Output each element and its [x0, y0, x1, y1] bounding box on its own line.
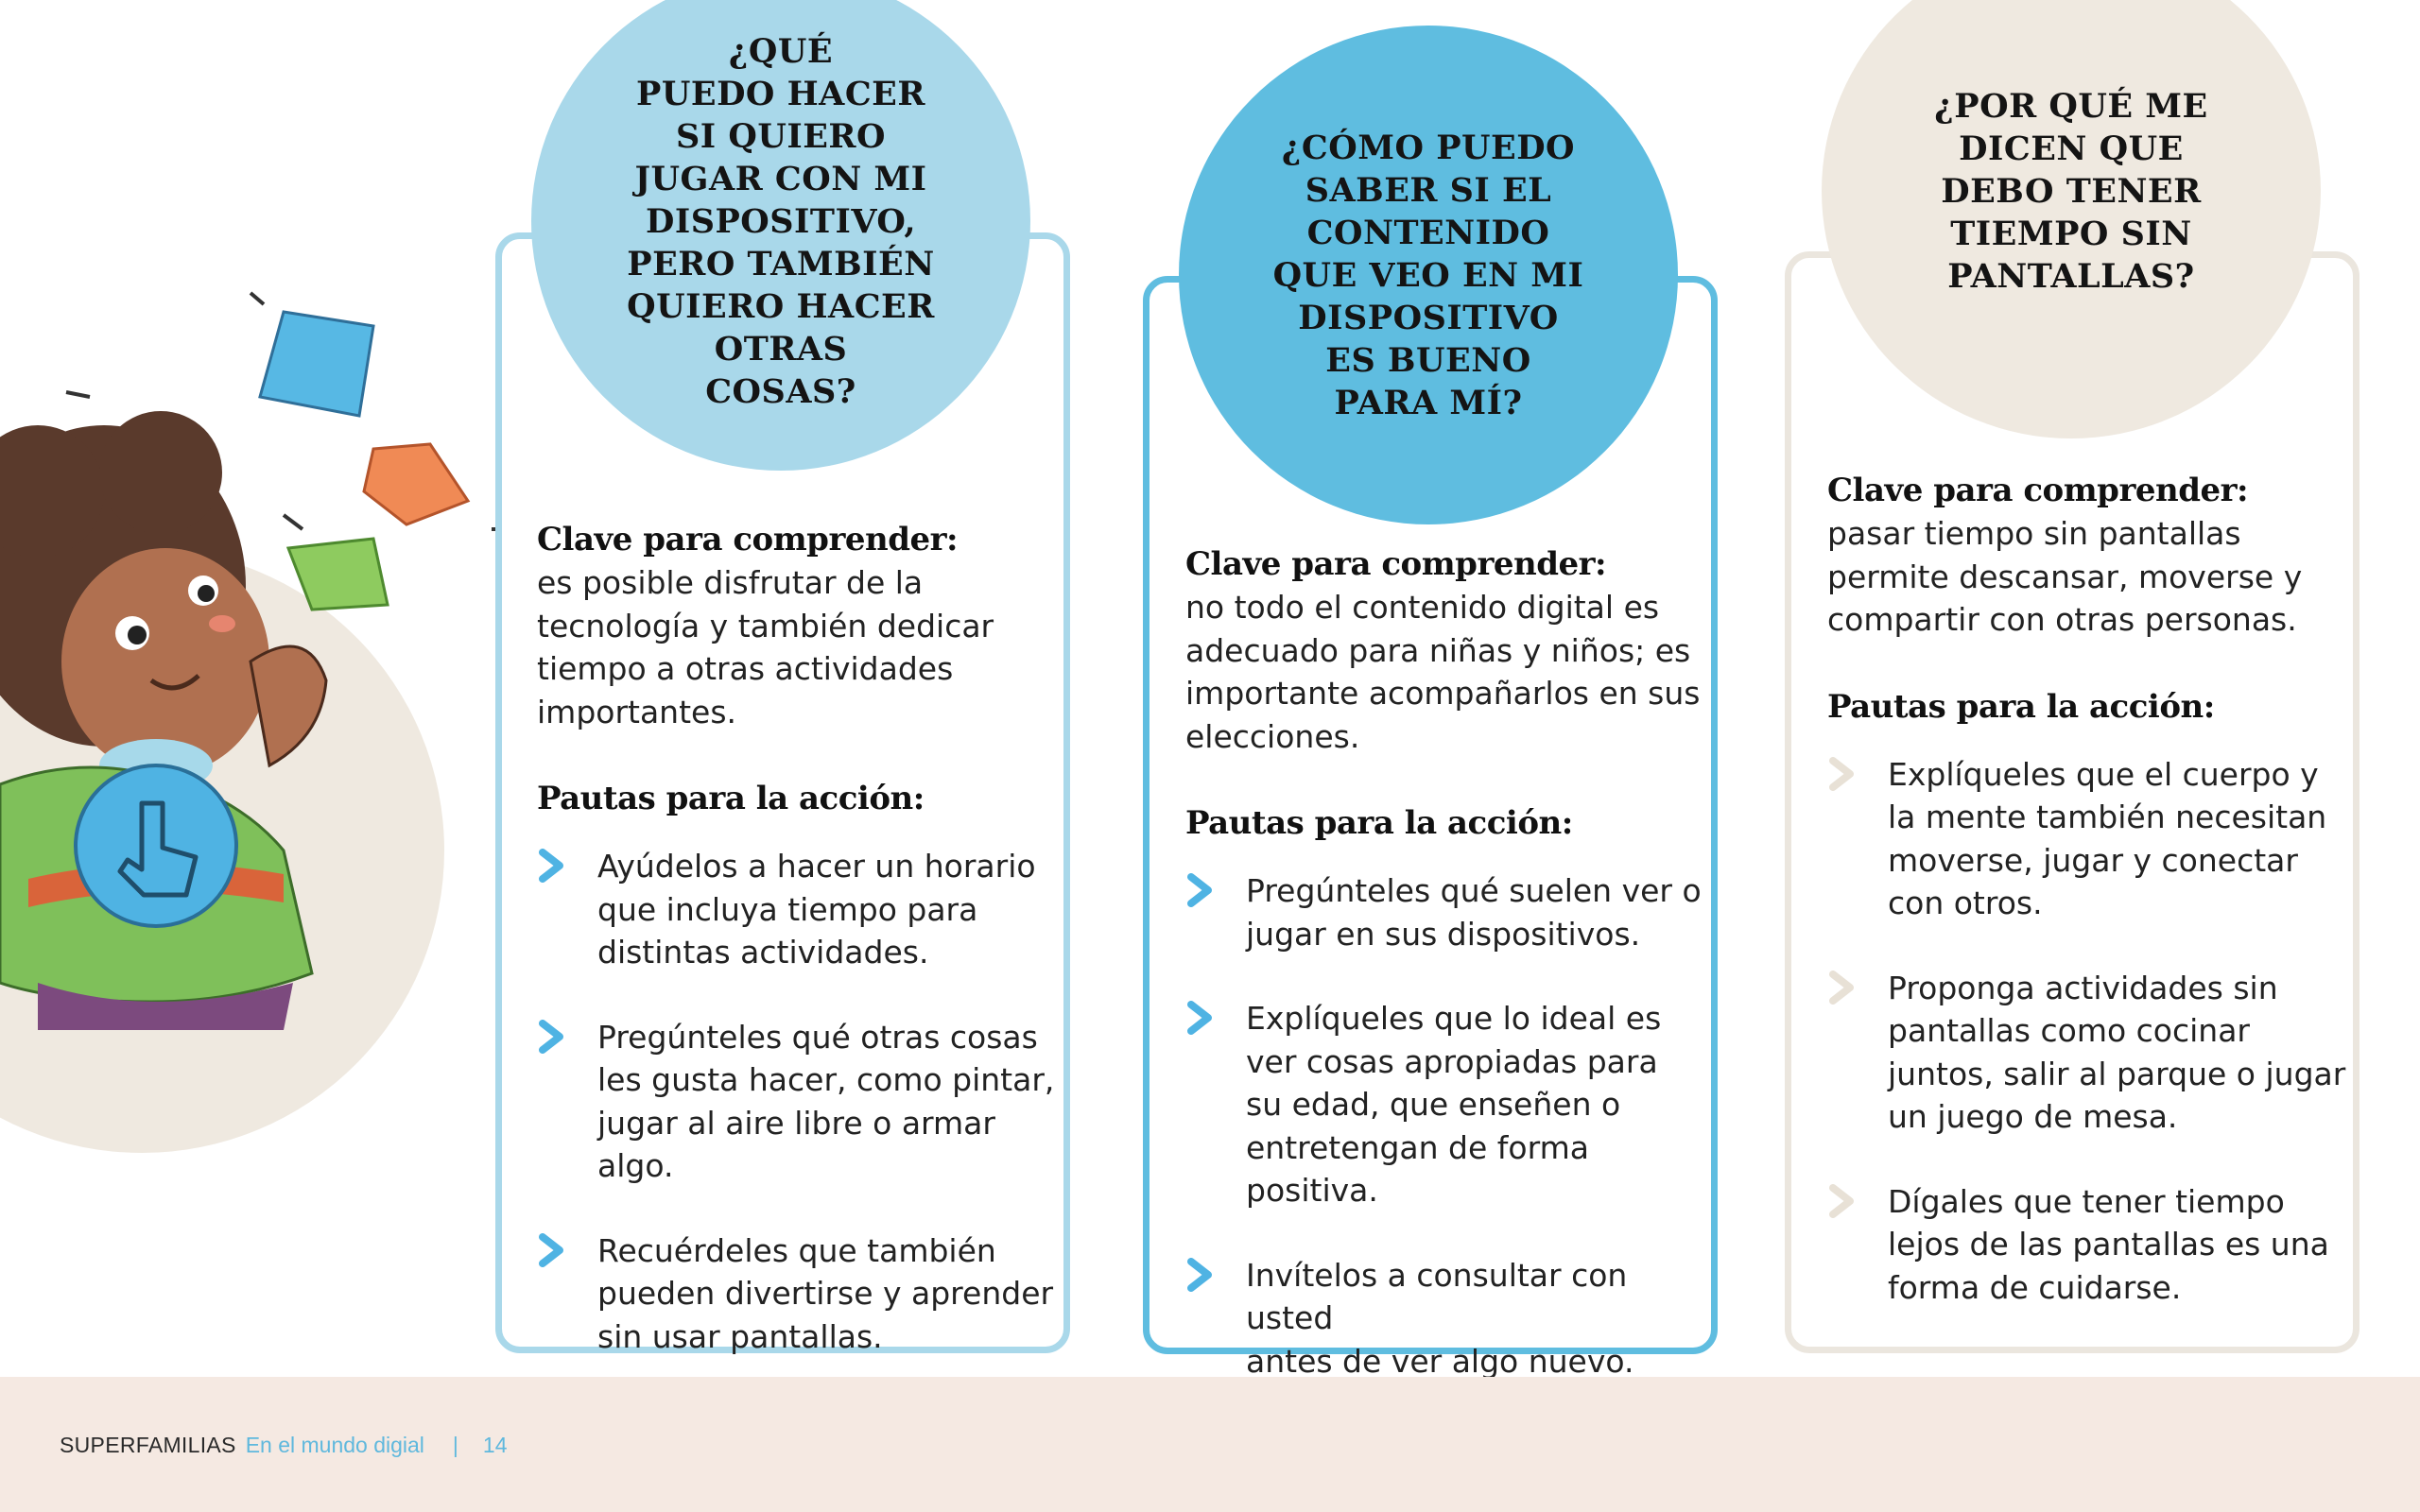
card-3-key-text: pasar tiempo sin pantallas permite desca… [1827, 515, 2303, 638]
list-item: Proponga actividades sin pantallas como … [1827, 967, 2357, 1139]
card-1-question: ¿QUÉ PUEDO HACER SI QUIERO JUGAR CON MI … [627, 31, 935, 411]
card-2-bullet-list: Pregúnteles qué suelen ver o jugar en su… [1185, 869, 1715, 1383]
card-1-bullet-list: Ayúdelos a hacer un horario que incluya … [537, 845, 1066, 1358]
chevron-right-icon [539, 849, 563, 883]
footer-text: SUPERFAMILIAS En el mundo digial | 14 [60, 1433, 508, 1458]
bullet-text: Pregúnteles qué otras cosas les gusta ha… [597, 1018, 1055, 1185]
card-3-action-heading: Pautas para la acción: [1827, 687, 2215, 726]
card-1-content: Clave para comprender: es posible disfru… [537, 518, 1066, 1400]
chevron-right-icon [1187, 1001, 1212, 1035]
chevron-right-icon [539, 1019, 563, 1054]
list-item: Explíqueles que lo ideal es ver cosas ap… [1185, 997, 1715, 1212]
bullet-text: Invítelos a consultar con usted antes de… [1246, 1256, 1634, 1380]
bullet-text: Dígales que tener tiempo lejos de las pa… [1888, 1182, 2329, 1306]
chevron-right-icon [1829, 970, 1854, 1005]
card-1-question-bubble: ¿QUÉ PUEDO HACER SI QUIERO JUGAR CON MI … [531, 0, 1030, 471]
card-2-key-heading: Clave para comprender: [1185, 545, 1607, 583]
bullet-text: Pregúnteles qué suelen ver o jugar en su… [1246, 872, 1702, 953]
chevron-right-icon [1187, 1257, 1212, 1292]
bullet-text: Explíqueles que el cuerpo y la mente tam… [1888, 755, 2327, 922]
card-3-key-heading: Clave para comprender: [1827, 472, 2249, 509]
card-1-action-heading: Pautas para la acción: [537, 780, 925, 817]
card-2-content: Clave para comprender: no todo el conten… [1185, 542, 1715, 1424]
card-1-key-heading: Clave para comprender: [537, 521, 959, 558]
bullet-text: Explíqueles que lo ideal es ver cosas ap… [1246, 1000, 1662, 1209]
list-item: Ayúdelos a hacer un horario que incluya … [537, 845, 1066, 974]
card-3-question-bubble: ¿POR QUÉ ME DICEN QUE DEBO TENER TIEMPO … [1822, 0, 2321, 438]
chevron-right-icon [1829, 756, 1854, 791]
page-footer [0, 1377, 2420, 1512]
card-2-question-bubble: ¿CÓMO PUEDO SABER SI EL CONTENIDO QUE VE… [1179, 26, 1678, 524]
orange-paper-icon [362, 442, 471, 526]
green-paper-icon [285, 537, 389, 611]
list-item: Invítelos a consultar con usted antes de… [1185, 1254, 1715, 1383]
card-2-action-heading: Pautas para la acción: [1185, 804, 1573, 842]
list-item: Dígales que tener tiempo lejos de las pa… [1827, 1180, 2357, 1310]
list-item: Explíqueles que el cuerpo y la mente tam… [1827, 753, 2357, 925]
card-3-bullet-list: Explíqueles que el cuerpo y la mente tam… [1827, 753, 2357, 1310]
bullet-text: Recuérdeles que también pueden divertirs… [597, 1231, 1054, 1355]
card-3-question: ¿POR QUÉ ME DICEN QUE DEBO TENER TIEMPO … [1934, 86, 2208, 296]
card-2-question: ¿CÓMO PUEDO SABER SI EL CONTENIDO QUE VE… [1272, 128, 1584, 422]
bullet-text: Proponga actividades sin pantallas como … [1888, 969, 2346, 1136]
page-number: 14 [482, 1433, 508, 1457]
card-3-content: Clave para comprender: pasar tiempo sin … [1827, 469, 2357, 1350]
chevron-right-icon [1187, 873, 1212, 907]
footer-brand: SUPERFAMILIAS [60, 1433, 236, 1457]
footer-subtitle: En el mundo digial [245, 1433, 424, 1457]
list-item: Pregúnteles qué suelen ver o jugar en su… [1185, 869, 1715, 955]
chevron-right-icon [1829, 1183, 1854, 1218]
bullet-text: Ayúdelos a hacer un horario que incluya … [597, 848, 1036, 971]
child-thinking-illustration [0, 291, 506, 1153]
footer-separator: | [452, 1433, 458, 1457]
card-2-key-text: no todo el contenido digital es adecuado… [1185, 589, 1701, 755]
chevron-right-icon [539, 1232, 563, 1267]
card-1-key-text: es posible disfrutar de la tecnología y … [537, 564, 994, 730]
blue-paper-icon [258, 310, 375, 418]
list-item: Pregúnteles qué otras cosas les gusta ha… [537, 1016, 1066, 1188]
list-item: Recuérdeles que también pueden divertirs… [537, 1229, 1066, 1359]
card-1 [495, 232, 1070, 1353]
